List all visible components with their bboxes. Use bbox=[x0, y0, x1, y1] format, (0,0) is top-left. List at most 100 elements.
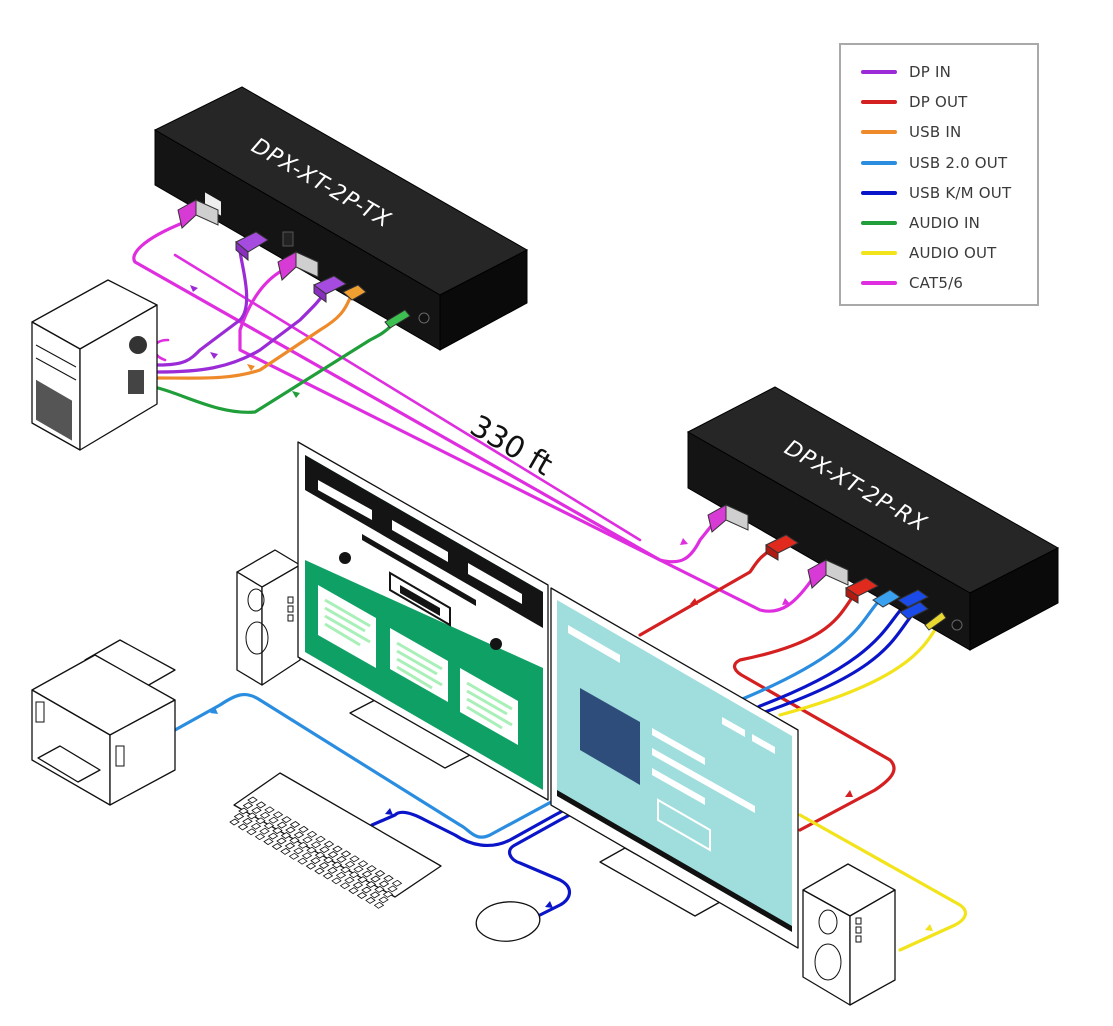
legend-swatch-usb-2-0-out bbox=[861, 160, 897, 165]
keyboard-key bbox=[331, 861, 343, 869]
legend-item-audio-out: AUDIO OUT bbox=[861, 238, 1037, 268]
keyboard-key bbox=[318, 862, 330, 869]
keyboard-key bbox=[293, 847, 304, 855]
keyboard-key bbox=[298, 825, 309, 833]
keyboard-key bbox=[242, 817, 253, 825]
legend-label: AUDIO IN bbox=[909, 214, 981, 233]
keyboard-key bbox=[344, 860, 356, 868]
left-speaker-icon bbox=[236, 549, 301, 686]
keyboard-key bbox=[391, 879, 403, 887]
keyboard-key bbox=[327, 851, 339, 858]
legend-label: CAT5/6 bbox=[909, 274, 964, 293]
keyboard-key bbox=[374, 870, 386, 877]
legend-label: AUDIO OUT bbox=[909, 244, 997, 263]
keyboard-key bbox=[263, 822, 275, 830]
keyboard-key bbox=[306, 830, 318, 838]
keyboard-key bbox=[288, 852, 300, 860]
keyboard-icon bbox=[229, 772, 442, 909]
keyboard-key bbox=[340, 866, 351, 874]
pc-tower-icon bbox=[31, 279, 158, 451]
legend-label: USB K/M OUT bbox=[909, 183, 1012, 202]
rx-dp-out-connector-2 bbox=[845, 577, 879, 604]
keyboard-key bbox=[336, 855, 347, 863]
legend-item-cat5-6: CAT5/6 bbox=[861, 268, 1037, 298]
keyboard-key bbox=[323, 840, 335, 848]
rx-dp-out-connector-1 bbox=[765, 534, 799, 561]
keyboard-key bbox=[369, 891, 381, 899]
legend-item-dp-in: DP IN bbox=[861, 57, 1037, 87]
keyboard-key bbox=[306, 846, 317, 854]
keyboard-key bbox=[361, 886, 372, 894]
tx-cat-connector-1 bbox=[177, 199, 219, 229]
legend-item-audio-in: AUDIO IN bbox=[861, 208, 1037, 238]
keyboard-key bbox=[315, 835, 326, 843]
keyboard-key bbox=[297, 857, 308, 865]
keyboard-key bbox=[247, 796, 258, 804]
left-monitor-icon bbox=[297, 441, 549, 801]
keyboard-key bbox=[332, 845, 343, 853]
legend-swatch-audio-in bbox=[861, 221, 897, 226]
rx-usb-km-connector-1 bbox=[897, 589, 929, 608]
keyboard-key bbox=[246, 828, 257, 836]
keyboard-key bbox=[250, 822, 262, 830]
keyboard-key bbox=[289, 836, 300, 844]
keyboard-key bbox=[348, 887, 359, 895]
keyboard-key bbox=[323, 856, 334, 864]
keyboard-key bbox=[267, 832, 279, 840]
keyboard-key bbox=[382, 890, 394, 898]
keyboard-key bbox=[373, 901, 385, 909]
keyboard-key bbox=[357, 876, 368, 884]
right-monitor-icon bbox=[550, 587, 799, 949]
keyboard-key bbox=[378, 880, 390, 888]
keyboard-key bbox=[366, 865, 377, 873]
receiver-device: DPX-XT-2P-RX bbox=[686, 386, 1060, 651]
keyboard-key bbox=[285, 826, 296, 834]
keyboard-key bbox=[387, 885, 398, 893]
transmitter-device: DPX-XT-2P-TX bbox=[153, 86, 529, 351]
keyboard-key bbox=[302, 836, 313, 844]
keyboard-key bbox=[356, 892, 368, 899]
keyboard-key bbox=[280, 832, 292, 839]
keyboard-key bbox=[314, 867, 325, 875]
keyboard-key bbox=[349, 855, 360, 863]
keyboard-key bbox=[272, 811, 284, 819]
keyboard-key bbox=[289, 821, 301, 828]
usb-in-cable bbox=[156, 296, 352, 380]
mouse-icon bbox=[475, 901, 541, 942]
legend-item-dp-out: DP OUT bbox=[861, 87, 1037, 117]
dp-in-cable-2 bbox=[156, 290, 327, 374]
cable-arrow-markers bbox=[190, 285, 933, 931]
audio-out-cable bbox=[778, 623, 968, 952]
keyboard-keys bbox=[229, 796, 403, 909]
keyboard-key bbox=[344, 876, 355, 884]
keyboard-key bbox=[281, 816, 292, 824]
usb-2-0-out-cable bbox=[173, 598, 882, 839]
keyboard-key bbox=[263, 838, 274, 846]
rx-usb-2-0-connector bbox=[872, 589, 901, 608]
dp-in-cable-1 bbox=[156, 248, 249, 367]
keyboard-key bbox=[353, 865, 364, 873]
keyboard-key bbox=[357, 860, 369, 868]
legend-item-usb-km-out: USB K/M OUT bbox=[861, 178, 1037, 208]
legend-item-usb-2-0-out: USB 2.0 OUT bbox=[861, 148, 1037, 178]
keyboard-key bbox=[251, 806, 262, 814]
keyboard-key bbox=[310, 857, 321, 865]
legend-swatch-cat5-6 bbox=[861, 281, 897, 286]
tx-usb-connector bbox=[342, 284, 367, 301]
legend-swatch-dp-in bbox=[861, 70, 897, 75]
tx-cat-connector-2 bbox=[277, 251, 319, 281]
keyboard-key bbox=[319, 846, 330, 854]
dp-out-cable-2 bbox=[732, 588, 896, 832]
keyboard-key bbox=[301, 852, 313, 860]
keyboard-key bbox=[361, 870, 373, 878]
audio-in-cable bbox=[156, 323, 394, 414]
keyboard-key bbox=[233, 813, 245, 820]
keyboard-key bbox=[331, 877, 342, 885]
tx-dp-connector-1 bbox=[235, 231, 269, 262]
keyboard-key bbox=[237, 823, 249, 831]
legend-label: USB 2.0 OUT bbox=[909, 153, 1008, 172]
keyboard-key bbox=[305, 862, 317, 870]
rx-side-face bbox=[969, 547, 1059, 651]
tx-side-face bbox=[439, 249, 528, 351]
